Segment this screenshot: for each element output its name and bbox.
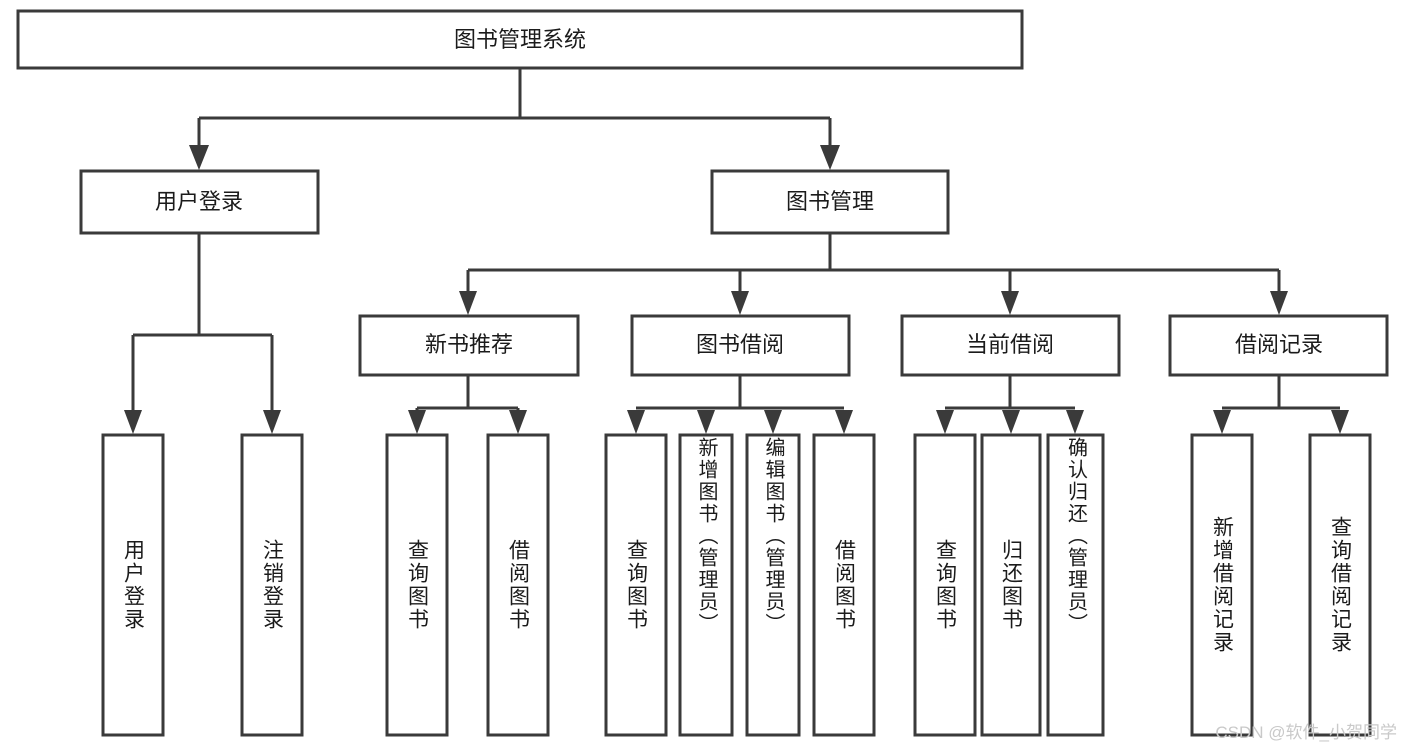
node-label-user-login: 用户登录 [155,189,243,214]
leaf-boxes [101,433,1372,737]
leaf-box-return-book[interactable] [980,433,1042,737]
node-label-borrow-record: 借阅记录 [1235,332,1323,357]
leaf-box-edit-book[interactable] [745,433,801,737]
connector-group-book-manage [459,233,1288,315]
arrowhead-new-book-rec [459,291,477,315]
arrowhead-borrow-record [1270,291,1288,315]
arrowhead-leaf-query-book-2 [627,410,645,434]
node-box-current-borrow[interactable] [900,314,1121,377]
node-label-root: 图书管理系统 [454,27,586,52]
node-book-manage[interactable]: 图书管理 [710,169,950,235]
node-label-book-manage: 图书管理 [786,189,874,214]
arrowhead-book-borrow [731,291,749,315]
leaf-box-add-book[interactable] [678,433,734,737]
node-root[interactable]: 图书管理系统 [16,9,1024,70]
node-box-user-login[interactable] [79,169,320,235]
leaf-box-borrow-book-1[interactable] [486,433,550,737]
connector-group-book-borrow [627,375,853,434]
leaf-box-query-book-1[interactable] [385,433,449,737]
arrowhead-leaf-add-record [1213,410,1231,434]
node-borrow-record[interactable]: 借阅记录 [1168,314,1389,377]
node-user-login[interactable]: 用户登录 [79,169,320,235]
arrowhead-user-login [189,145,209,170]
node-label-current-borrow: 当前借阅 [966,332,1054,357]
node-new-book-rec[interactable]: 新书推荐 [358,314,580,377]
connector-group-root [189,68,840,170]
arrowhead-leaf-query-record [1331,410,1349,434]
leaf-box-confirm-return[interactable] [1046,433,1105,737]
node-box-new-book-rec[interactable] [358,314,580,377]
leaf-box-query-book-3[interactable] [913,433,977,737]
arrowhead-leaf-confirm-return [1066,410,1084,434]
node-box-book-manage[interactable] [710,169,950,235]
arrowhead-leaf-user-login [124,410,142,434]
node-current-borrow[interactable]: 当前借阅 [900,314,1121,377]
arrowhead-leaf-add-book [697,410,715,434]
arrowhead-leaf-borrow-book-2 [835,410,853,434]
leaf-box-add-record[interactable] [1190,433,1254,737]
leaf-box-borrow-book-2[interactable] [812,433,876,737]
arrowhead-leaf-query-book-3 [936,410,954,434]
leaf-box-query-record[interactable] [1308,433,1372,737]
arrowhead-leaf-query-book-1 [408,410,426,434]
arrowhead-leaf-borrow-book-1 [509,410,527,434]
node-label-new-book-rec: 新书推荐 [425,332,513,357]
leaf-box-user-login[interactable] [101,433,165,737]
node-box-book-borrow[interactable] [630,314,851,377]
node-box-borrow-record[interactable] [1168,314,1389,377]
arrowhead-current-borrow [1001,291,1019,315]
csdn-watermark: CSDN @软件_小贺同学 [1215,723,1397,742]
leaf-box-logout[interactable] [240,433,304,737]
node-book-borrow[interactable]: 图书借阅 [630,314,851,377]
connector-group-user-login [124,233,281,434]
leaf-box-query-book-2[interactable] [604,433,668,737]
node-box-root[interactable] [16,9,1024,70]
arrowhead-leaf-edit-book [764,410,782,434]
connector-group-current-borrow [936,375,1084,434]
connector-group-borrow-record [1213,375,1349,434]
node-label-book-borrow: 图书借阅 [696,332,784,357]
connector-group-new-book-rec [408,375,527,434]
arrowhead-book-manage [820,145,840,170]
arrowhead-leaf-logout [263,410,281,434]
arrowhead-leaf-return-book [1002,410,1020,434]
